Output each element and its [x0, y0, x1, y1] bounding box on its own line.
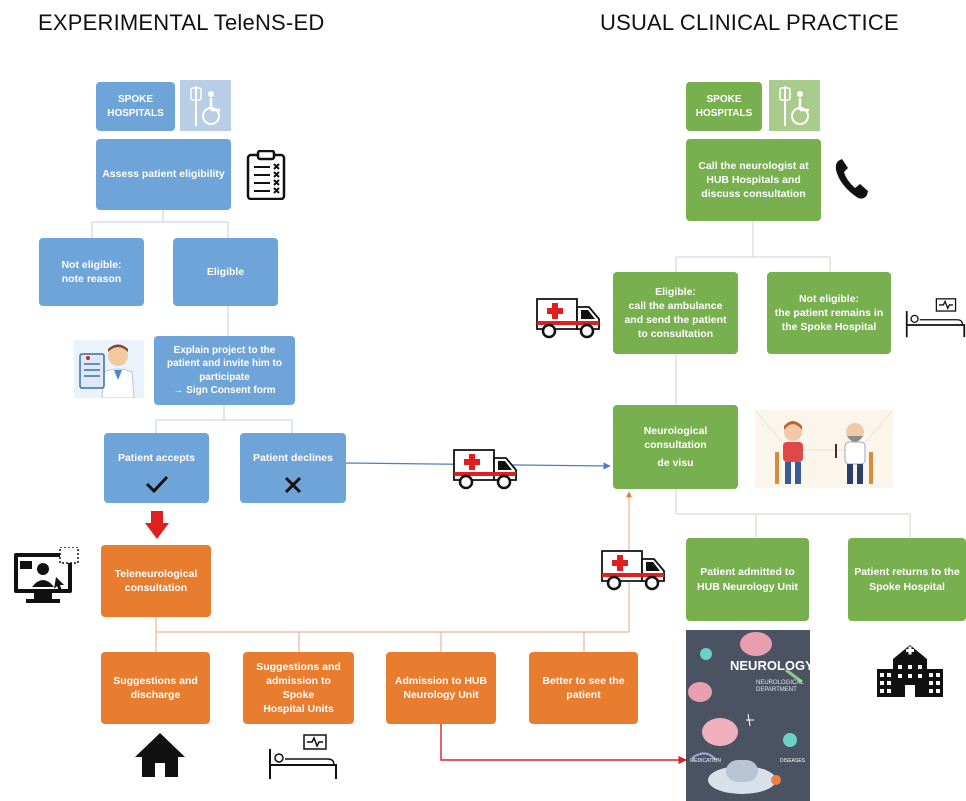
right-wheelchair-icon	[769, 80, 820, 131]
check-icon	[145, 475, 169, 497]
left-title: EXPERIMENTAL TeleNS-ED	[38, 10, 325, 35]
right-title: USUAL CLINICAL PRACTICE	[600, 10, 899, 35]
left-spoke-hospitals: SPOKE HOSPITALS	[96, 82, 175, 131]
left-not-eligible-box: Not eligible:note reason	[39, 238, 144, 306]
assess-eligibility-box: Assess patient eligibility	[96, 139, 231, 210]
telemedicine-monitor-icon	[12, 546, 80, 610]
doctor-patient-illustration	[754, 409, 894, 493]
ambulance-icon	[452, 444, 518, 495]
ambulance-icon	[535, 293, 601, 344]
phone-icon	[834, 158, 870, 205]
home-icon	[133, 731, 187, 784]
red-down-arrow-icon	[145, 511, 169, 539]
checklist-icon	[246, 149, 286, 205]
hospital-building-icon	[875, 643, 945, 704]
poster-subtitle: NEUROLOGICAL DEPARTMENT	[756, 680, 804, 694]
patient-declines-box: Patient declines	[240, 433, 346, 503]
patient-accepts-box: Patient accepts	[104, 433, 209, 503]
cross-icon	[283, 475, 303, 499]
neurology-poster-image: NEUROLOGY NEUROLOGICAL DEPARTMENT MEDICA…	[686, 630, 810, 801]
hospital-bed-icon	[268, 733, 338, 786]
poster-title: NEUROLOGY	[730, 658, 810, 673]
ambulance-icon	[600, 545, 666, 596]
hospital-bed-icon	[905, 294, 966, 347]
doctor-icon	[74, 340, 144, 403]
poster-label-diseases: DISEASES	[780, 758, 806, 764]
left-eligible-box: Eligible	[173, 238, 278, 306]
poster-label-medication: MEDICATION	[690, 758, 722, 764]
right-spoke-hospitals: SPOKE HOSPITALS	[686, 82, 762, 131]
left-wheelchair-icon	[180, 80, 231, 131]
